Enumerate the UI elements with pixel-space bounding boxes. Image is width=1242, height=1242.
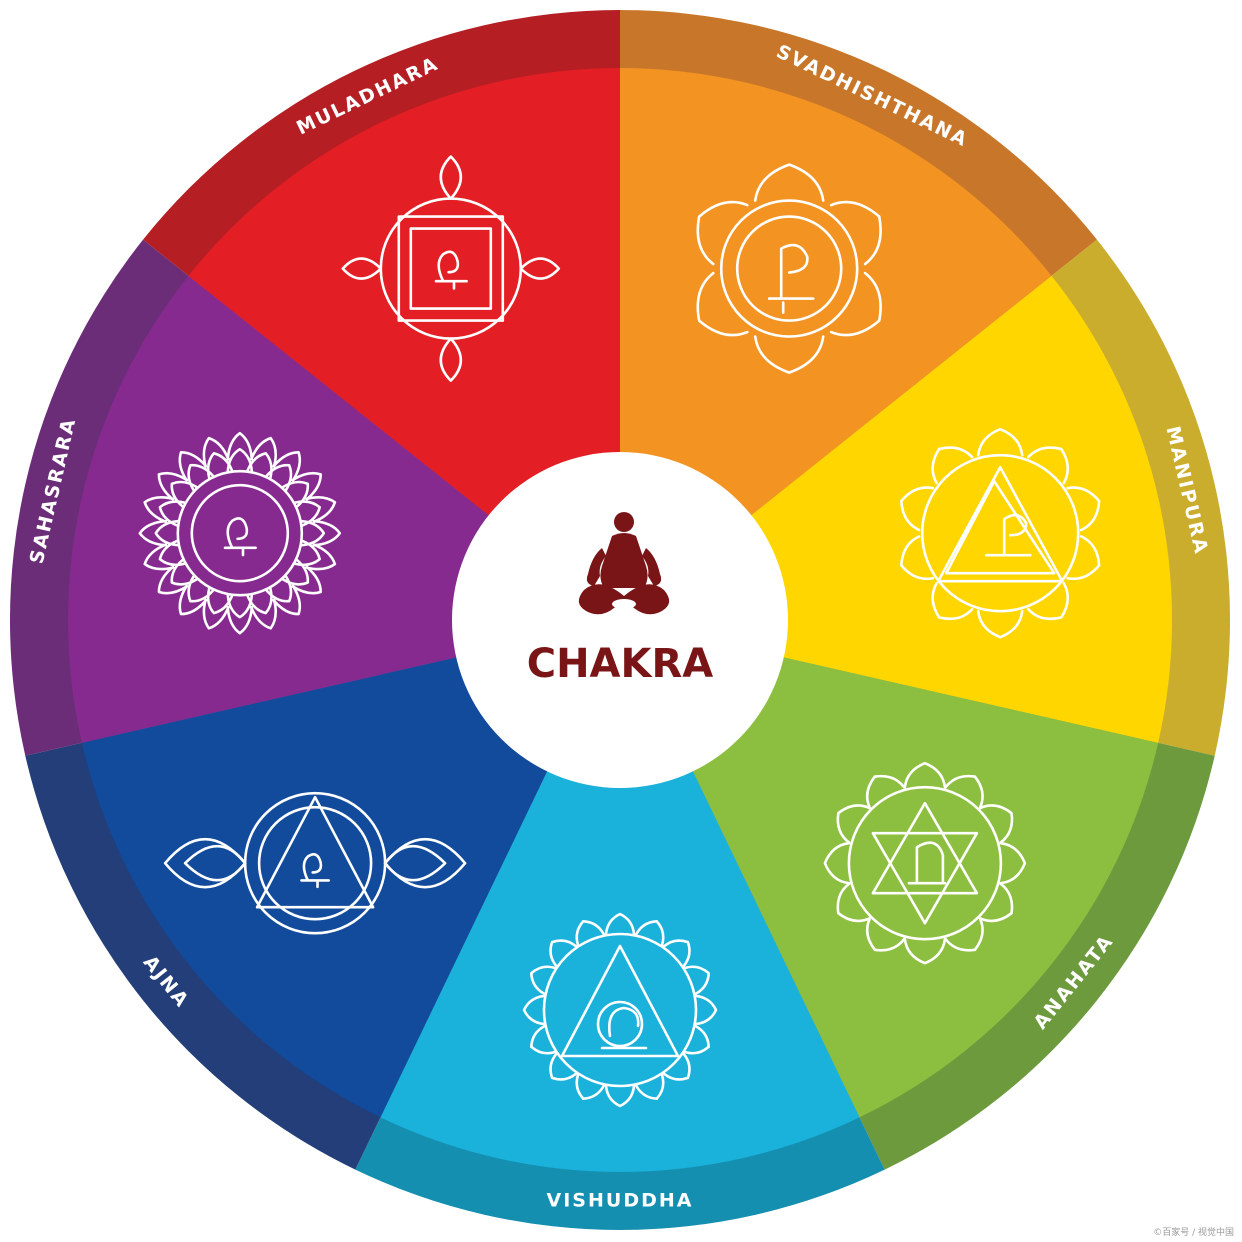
sixteen-petal-lotus-triangle-icon (522, 912, 718, 1108)
inner-segment-muladhara (188, 68, 620, 620)
four-petal-lotus-square-icon (341, 155, 561, 382)
center-badge: CHAKRA (452, 452, 788, 788)
inner-segment-anahata (620, 620, 1159, 1118)
inner-segment-vishuddha (380, 620, 860, 1172)
inner-segment-svadhishthana (620, 68, 1052, 620)
center-circle (452, 452, 788, 788)
center-title: CHAKRA (527, 641, 714, 687)
label-vishuddha: VISHUDDHA (547, 1190, 694, 1212)
watermark: ©百家号 / 视觉中国 (1153, 1228, 1234, 1238)
two-petal-eye-triangle-icon (163, 791, 467, 935)
six-petal-lotus-icon (696, 163, 882, 374)
thousand-petal-lotus-icon (138, 431, 342, 635)
twelve-petal-lotus-hexagram-icon (823, 761, 1027, 965)
ten-petal-lotus-triangle-icon (899, 427, 1101, 639)
inner-segment-ajna (81, 620, 621, 1118)
meditation-figure-icon (578, 512, 670, 615)
chakra-symbols (138, 155, 1101, 1108)
